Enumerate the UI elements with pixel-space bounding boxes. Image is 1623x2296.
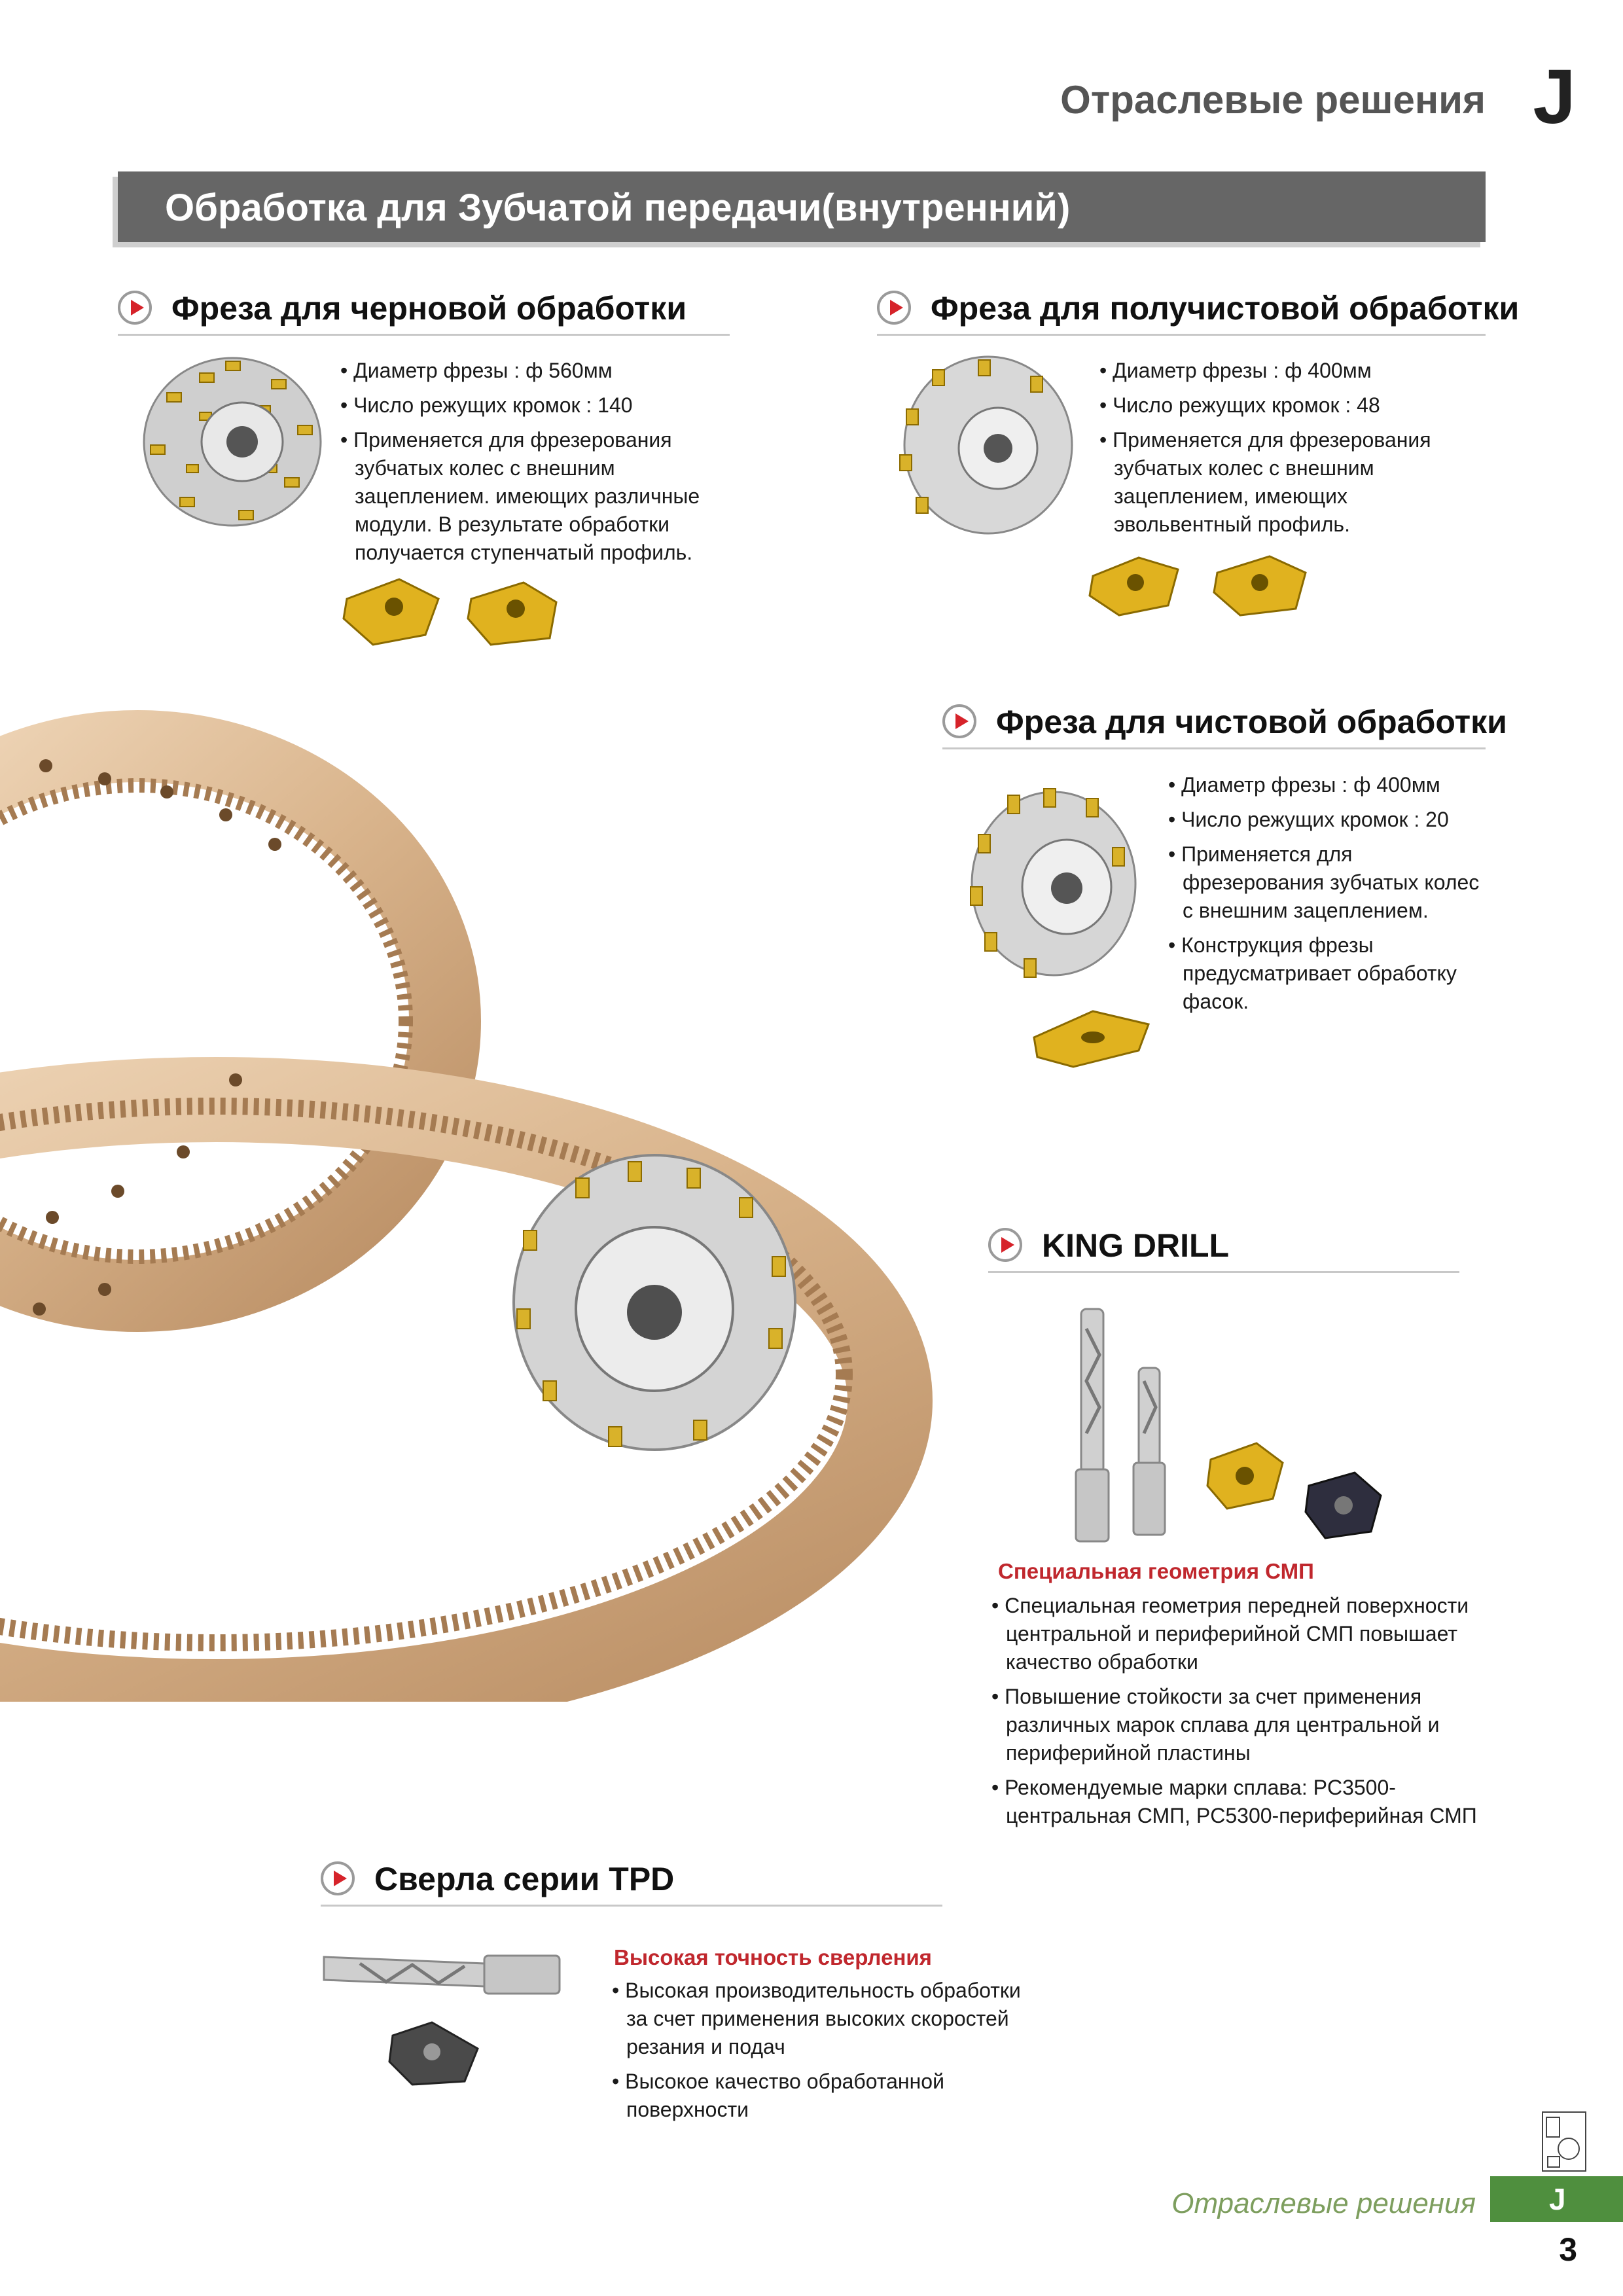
rough-inserts-image	[342, 578, 558, 646]
section-tpd: Сверла серии TPD	[321, 1859, 942, 1907]
bullet: Конструкция фрезы предусматривает обрабо…	[1168, 931, 1489, 1016]
tpd-specs: Высокая производительность обработки за …	[612, 1977, 1031, 2130]
king-drill-subheading: Специальная геометрия СМП	[998, 1559, 1314, 1583]
section-king-drill: KING DRILL	[988, 1225, 1459, 1273]
play-icon	[321, 1861, 355, 1895]
footer-tab: J	[1490, 2176, 1623, 2222]
section-semi: Фреза для получистовой обработки	[877, 288, 1519, 336]
rough-cutter-image	[143, 357, 322, 527]
play-icon	[942, 704, 976, 738]
footer-tab-letter: J	[1549, 2182, 1566, 2216]
section-tpd-title: Сверла серии TPD	[374, 1861, 675, 1897]
section-rough: Фреза для черновой обработки	[118, 288, 730, 336]
bullet: Число режущих кромок : 48	[1099, 391, 1486, 420]
play-icon	[988, 1228, 1022, 1262]
banner-title: Обработка для Зубчатой передачи(внутренн…	[165, 187, 1071, 229]
bullet: Применяется для фрезерования зубчатых ко…	[340, 426, 726, 567]
page-number: 3	[1559, 2231, 1577, 2268]
bullet: Число режущих кромок : 20	[1168, 806, 1489, 834]
semi-inserts-image	[1088, 555, 1307, 617]
bullet: Число режущих кромок : 140	[340, 391, 726, 420]
semi-cutter-image	[899, 355, 1073, 535]
chapter-letter: J	[1533, 54, 1576, 140]
play-icon	[118, 291, 152, 325]
bullet: Применяется для фрезерования зубчатых ко…	[1168, 840, 1489, 925]
side-thumbnail-icon	[1542, 2111, 1586, 2172]
play-icon	[877, 291, 911, 325]
gear-ring-image	[0, 710, 933, 1702]
bullet: Высокое качество обработанной поверхност…	[612, 2068, 1031, 2124]
section-finish-title: Фреза для чистовой обработки	[996, 704, 1507, 740]
finish-cutter-image	[970, 788, 1137, 978]
page-banner: Обработка для Зубчатой передачи(внутренн…	[118, 171, 1486, 242]
section-semi-title: Фреза для получистовой обработки	[931, 290, 1520, 327]
bullet: Диаметр фрезы : ф 400мм	[1099, 357, 1486, 385]
bullet: Диаметр фрезы : ф 560мм	[340, 357, 726, 385]
king-drill-specs: Специальная геометрия передней поверхнос…	[991, 1592, 1508, 1837]
section-rough-title: Фреза для черновой обработки	[171, 290, 687, 327]
finish-specs: Диаметр фрезы : ф 400мм Число режущих кр…	[1168, 771, 1489, 1022]
bullet: Применяется для фрезерования зубчатых ко…	[1099, 426, 1486, 539]
section-king-drill-title: KING DRILL	[1042, 1227, 1230, 1264]
chapter-title: Отраслевые решения	[1060, 78, 1486, 122]
bullet: Высокая производительность обработки за …	[612, 1977, 1031, 2061]
footer-title: Отраслевые решения	[1171, 2187, 1476, 2219]
king-drill-image	[1075, 1308, 1382, 1543]
bullet: Специальная геометрия передней поверхнос…	[991, 1592, 1508, 1676]
bullet: Диаметр фрезы : ф 400мм	[1168, 771, 1489, 799]
rough-specs: Диаметр фрезы : ф 560мм Число режущих кр…	[340, 357, 726, 573]
finish-insert-image	[1033, 1010, 1150, 1068]
section-finish: Фреза для чистовой обработки	[942, 702, 1507, 749]
bullet: Рекомендуемые марки сплава: PC3500-центр…	[991, 1774, 1508, 1830]
tpd-subheading: Высокая точность сверления	[614, 1945, 932, 1969]
semi-specs: Диаметр фрезы : ф 400мм Число режущих кр…	[1099, 357, 1486, 545]
tpd-drill-image	[323, 1954, 561, 2086]
bullet: Повышение стойкости за счет применения р…	[991, 1683, 1508, 1767]
